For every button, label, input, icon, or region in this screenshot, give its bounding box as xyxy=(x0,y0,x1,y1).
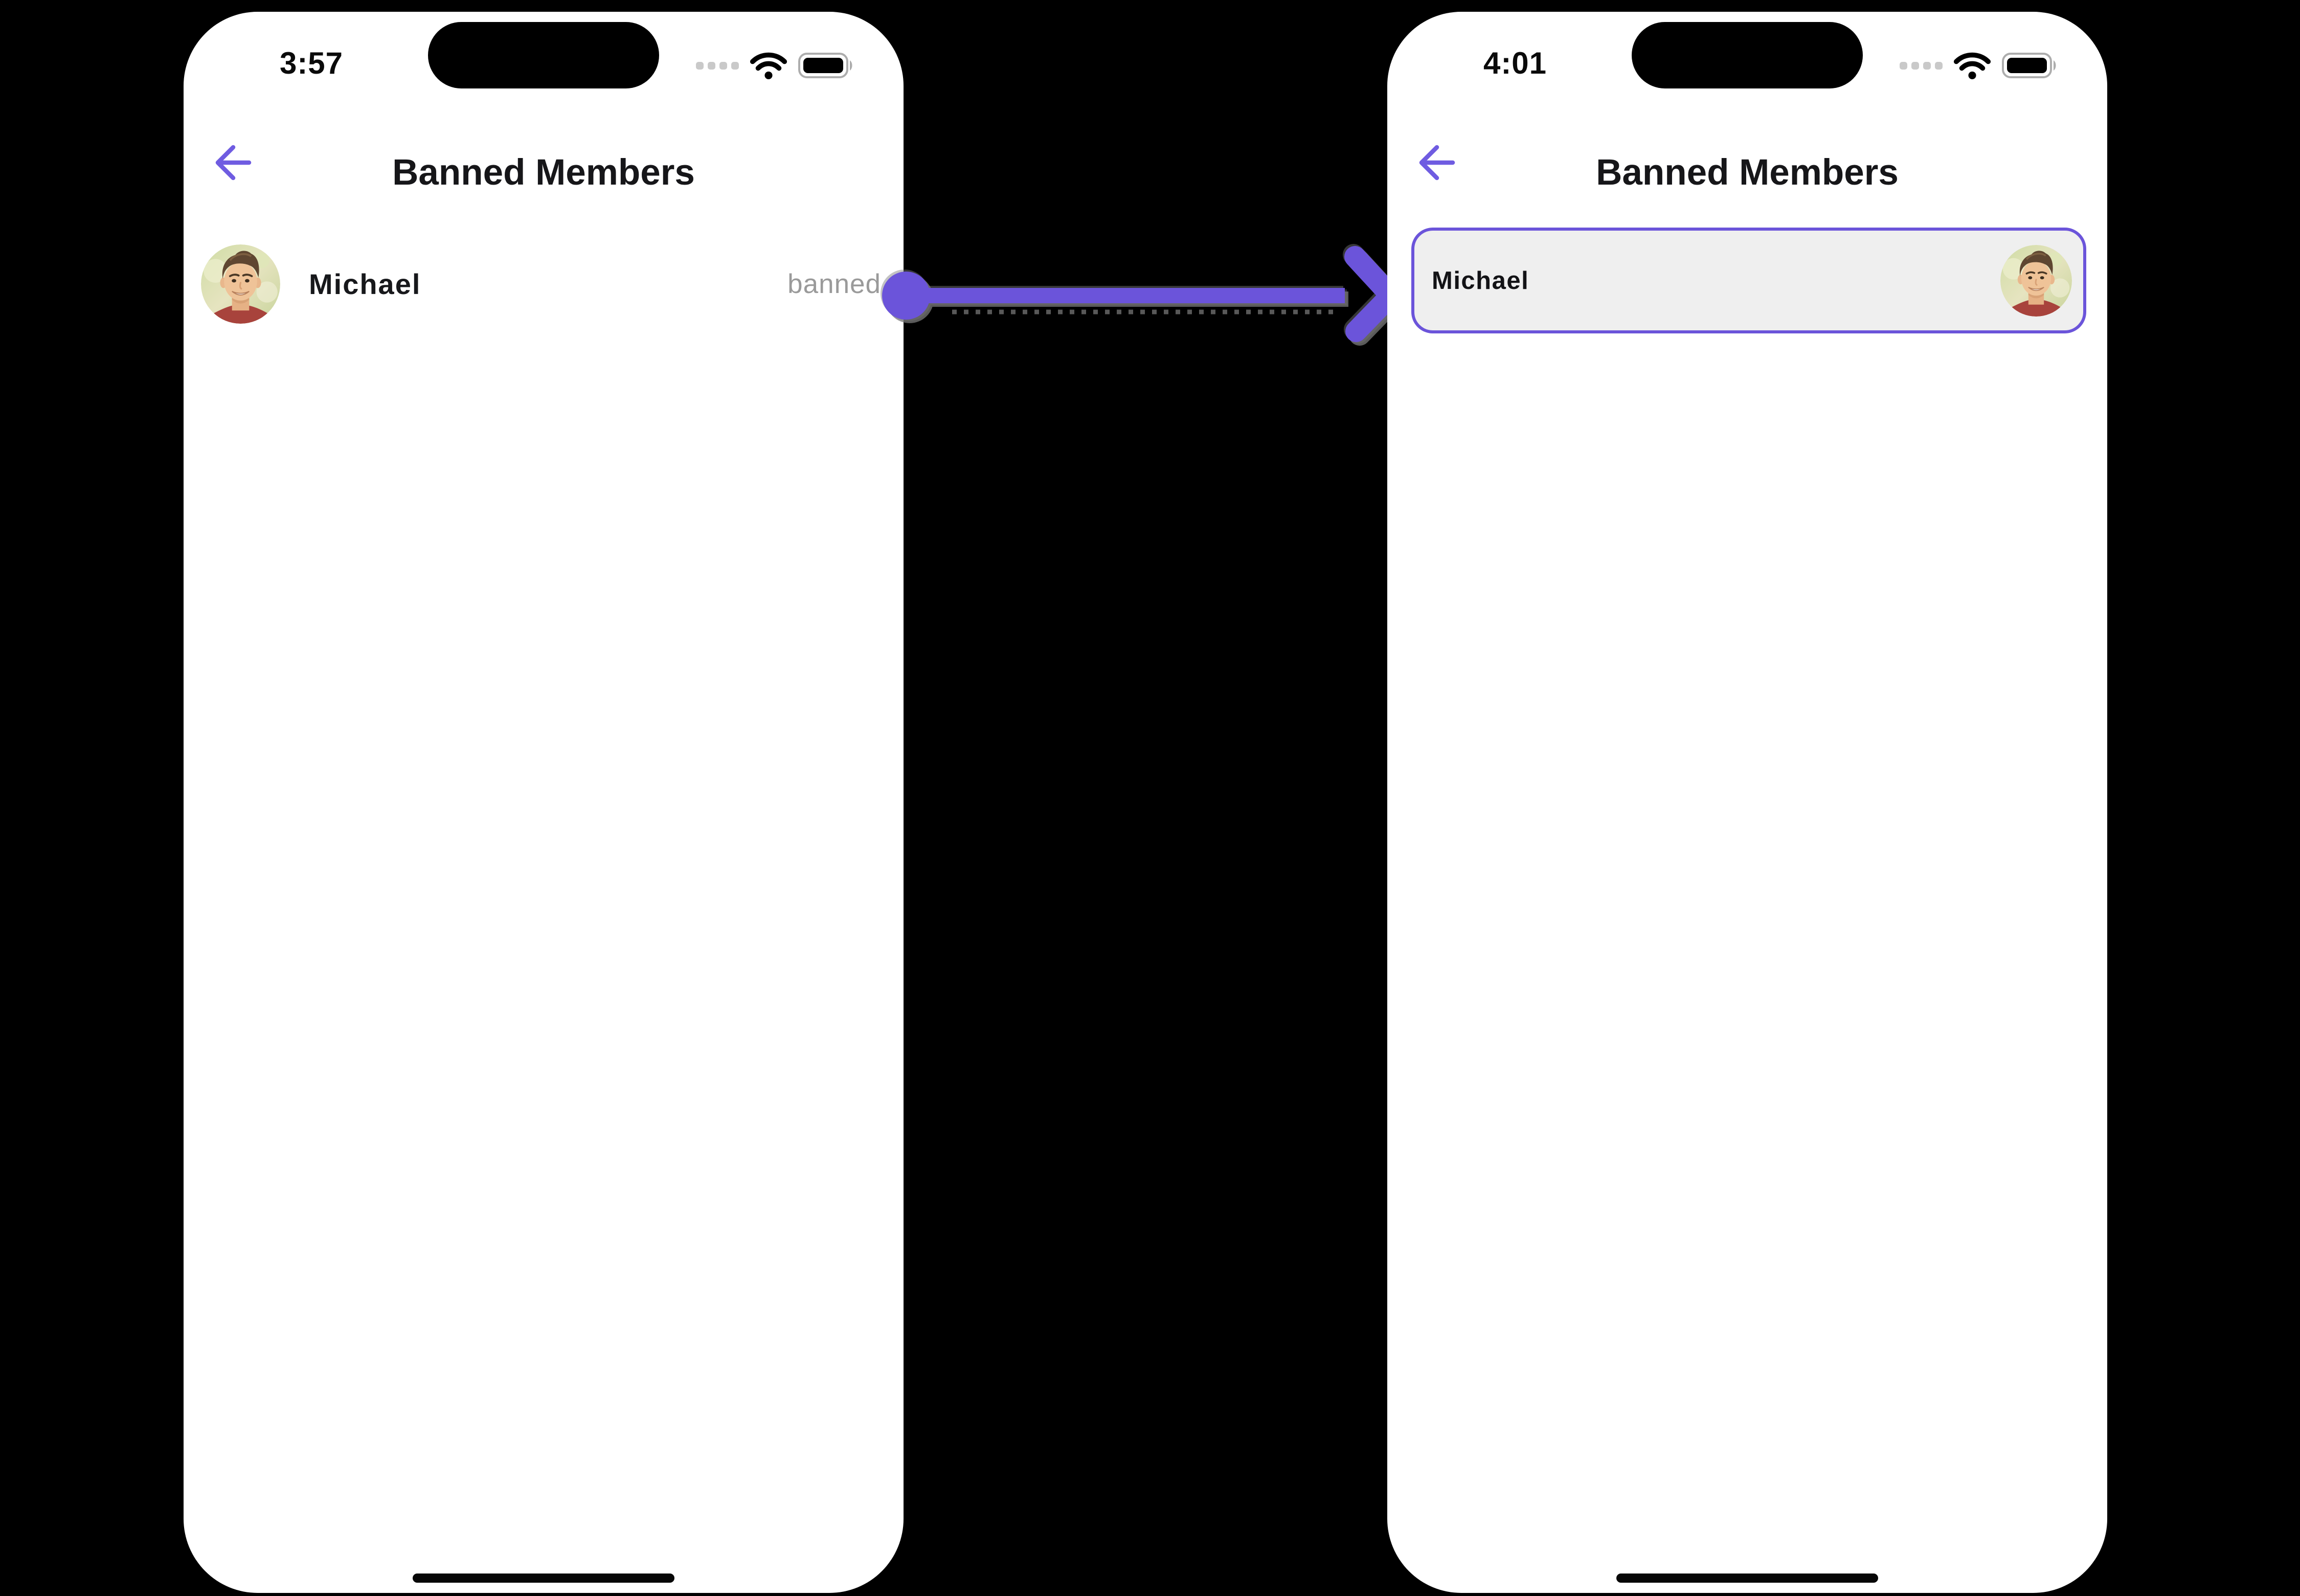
member-name: Michael xyxy=(1432,266,1529,295)
phone-before: 3:57 Banned Members xyxy=(184,12,904,1593)
status-icons xyxy=(696,51,854,80)
dynamic-island xyxy=(428,22,659,88)
arrow-left-icon xyxy=(215,145,252,181)
member-card[interactable]: Michael xyxy=(1411,228,2086,333)
battery-icon xyxy=(2002,53,2056,78)
arrow-left-icon xyxy=(1419,145,1455,181)
cellular-dots-icon xyxy=(696,61,739,70)
arrow-head-icon xyxy=(1344,246,1402,342)
wifi-icon xyxy=(750,52,787,79)
phone-after: 4:01 Banned Members Michael xyxy=(1387,12,2107,1593)
wifi-icon xyxy=(1953,52,1991,79)
home-indicator[interactable] xyxy=(413,1573,674,1583)
cellular-dots-icon xyxy=(1900,61,1943,70)
banned-status-label: banned xyxy=(787,268,881,299)
status-icons xyxy=(1900,51,2058,80)
member-row[interactable]: Michael banned xyxy=(201,243,881,325)
back-button[interactable] xyxy=(1416,141,1456,185)
avatar xyxy=(2000,244,2072,317)
avatar xyxy=(201,244,280,324)
dynamic-island xyxy=(1632,22,1863,88)
home-indicator[interactable] xyxy=(1616,1573,1878,1583)
page-title: Banned Members xyxy=(1596,152,1899,193)
back-button[interactable] xyxy=(212,141,252,185)
member-name: Michael xyxy=(309,267,421,300)
battery-icon xyxy=(798,53,852,78)
page-title: Banned Members xyxy=(392,152,695,193)
status-time: 4:01 xyxy=(1483,46,1547,80)
status-time: 3:57 xyxy=(279,46,344,80)
transition-arrow xyxy=(881,240,1402,351)
